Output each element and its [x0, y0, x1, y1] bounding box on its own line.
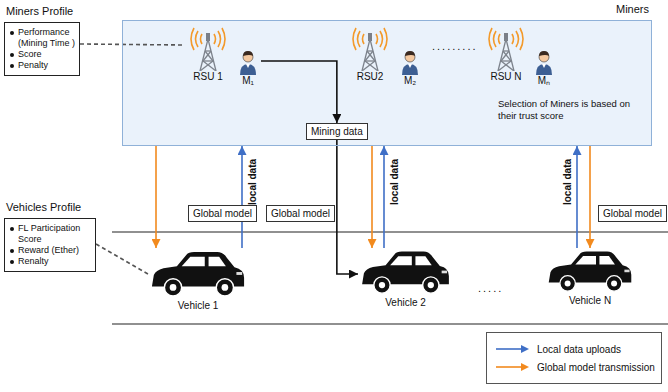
- vehicles-profile-box: Vehicles ProfileFL Participation ScoreRe…: [4, 218, 96, 272]
- person-icon: [399, 49, 421, 75]
- bullet-text: FL Participation Score: [18, 223, 91, 245]
- profile-heading: Miners Profile: [6, 6, 73, 17]
- rsu-tower: RSU2: [345, 25, 395, 83]
- miner-icon: M₂: [397, 49, 423, 87]
- vehicle-label: Vehicle 2: [358, 297, 453, 309]
- bullet-item: Penalty: [8, 60, 75, 71]
- bullet-dot: [10, 249, 14, 253]
- connector: [371, 146, 373, 248]
- box-text: Mining data: [311, 126, 363, 137]
- edge-label: local data: [562, 159, 573, 205]
- bullet-text: Score: [18, 49, 75, 60]
- bullet-dot: [10, 53, 14, 57]
- box-text: Global model: [271, 208, 330, 219]
- panel-heading: Miners: [616, 3, 649, 15]
- bullet-dot: [10, 227, 14, 231]
- legend-arrow-sample: [495, 344, 529, 354]
- mining-data-box: Mining data: [306, 123, 368, 140]
- legend-text: Local data uploads: [537, 344, 621, 355]
- vehicle-label: Vehicle 1: [148, 300, 248, 312]
- connector: [96, 244, 148, 274]
- bullet-item: Reward (Ether): [8, 245, 91, 256]
- bullet-dot: [10, 31, 14, 35]
- person-icon: [237, 49, 259, 75]
- rsu-label: RSU2: [345, 71, 395, 83]
- bullet-item: Score: [8, 49, 75, 60]
- legend-row: Local data uploads: [495, 340, 653, 358]
- connector: [337, 140, 358, 274]
- miner-label: Mₙ: [531, 75, 557, 87]
- tower-icon: [188, 25, 228, 71]
- bullet-item: Renalty: [8, 256, 91, 267]
- rsu-tower: RSU 1: [183, 25, 233, 83]
- bullet-text: Penalty: [18, 60, 75, 71]
- connector: [80, 44, 183, 45]
- rsu-label: RSU N: [481, 71, 531, 83]
- miner-label: M₁: [235, 75, 261, 87]
- vehicle-label: Vehicle N: [545, 295, 635, 307]
- vehicle-icon: Vehicle 2: [358, 248, 453, 309]
- miner-label: M₂: [397, 75, 423, 87]
- connector: [589, 146, 591, 248]
- panel-fill: [122, 20, 652, 146]
- connector: [241, 146, 243, 248]
- legend-row: Global model transmission: [495, 358, 653, 376]
- bullet-text: Reward (Ether): [18, 245, 91, 256]
- profile-heading: Vehicles Profile: [6, 202, 81, 213]
- connector: [383, 146, 385, 248]
- bullet-dot: [10, 260, 14, 264]
- bullet-item: Performance (Mining Time ): [8, 27, 75, 49]
- vehicle-icon: Vehicle N: [545, 248, 635, 307]
- ellipsis-dots: .....: [478, 282, 503, 294]
- legend-box: Local data uploadsGlobal model transmiss…: [486, 332, 662, 384]
- global-model-box: Global model: [188, 205, 257, 222]
- rsu-label: RSU 1: [183, 71, 233, 83]
- note-text: Selection of Miners is based on their tr…: [498, 98, 646, 122]
- road-line: [112, 231, 668, 232]
- legend-arrow-sample: [495, 362, 529, 372]
- miner-icon: Mₙ: [531, 49, 557, 87]
- tower-icon: [350, 25, 390, 71]
- car-icon: [547, 248, 633, 293]
- connector: [261, 61, 337, 123]
- vehicle-icon: Vehicle 1: [148, 248, 248, 312]
- box-text: Global model: [193, 208, 252, 219]
- connector: [576, 146, 578, 248]
- global-model-box: Global model: [598, 205, 667, 222]
- road-line: [112, 323, 668, 324]
- car-icon: [360, 248, 451, 295]
- person-icon: [533, 49, 555, 75]
- miners-panel: MinersRSU 1M₁RSU2M₂RSU NMₙMining data: [122, 20, 652, 146]
- box-text: Global model: [603, 208, 662, 219]
- bullet-text: Performance (Mining Time ): [18, 27, 75, 49]
- bullet-dot: [10, 64, 14, 68]
- miner-icon: M₁: [235, 49, 261, 87]
- legend-text: Global model transmission: [537, 362, 655, 373]
- rsu-tower: RSU N: [481, 25, 531, 83]
- ellipsis-dots: .........: [432, 40, 478, 52]
- edge-label: local data: [389, 159, 400, 205]
- global-model-box: Global model: [266, 205, 335, 222]
- bullet-text: Renalty: [18, 256, 91, 267]
- edge-label: local data: [247, 159, 258, 205]
- car-icon: [150, 248, 246, 298]
- bullet-item: FL Participation Score: [8, 223, 91, 245]
- miners-profile-box: Miners ProfilePerformance (Mining Time )…: [4, 22, 80, 76]
- connector: [155, 146, 157, 248]
- tower-icon: [486, 25, 526, 71]
